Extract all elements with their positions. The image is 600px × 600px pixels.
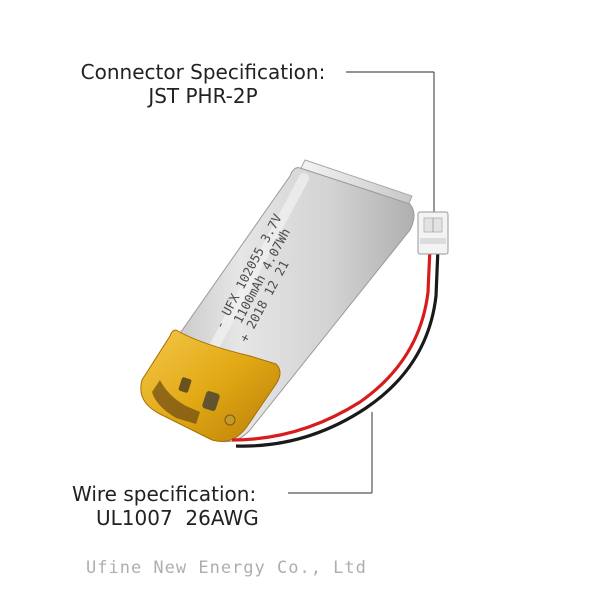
connector-spec-callout: Connector Specification: JST PHR-2P — [68, 60, 338, 108]
wire-spec-label: Wire specification: — [72, 482, 257, 506]
company-watermark: Ufine New Energy Co., Ltd — [86, 558, 367, 578]
lead-wires — [231, 247, 440, 448]
black-wire — [235, 247, 440, 448]
connector-spec-value: JST PHR-2P — [148, 84, 258, 108]
wire-spec-callout: Wire specification: UL1007 26AWG — [72, 482, 282, 530]
connector-spec-label: Connector Specification: — [80, 60, 326, 84]
wire-spec-value: UL1007 26AWG — [96, 506, 259, 530]
connector-callout-line — [346, 71, 435, 222]
protection-circuit — [152, 377, 236, 426]
red-wire — [231, 247, 432, 442]
jst-connector — [417, 211, 449, 255]
wire-callout-line — [288, 412, 373, 494]
